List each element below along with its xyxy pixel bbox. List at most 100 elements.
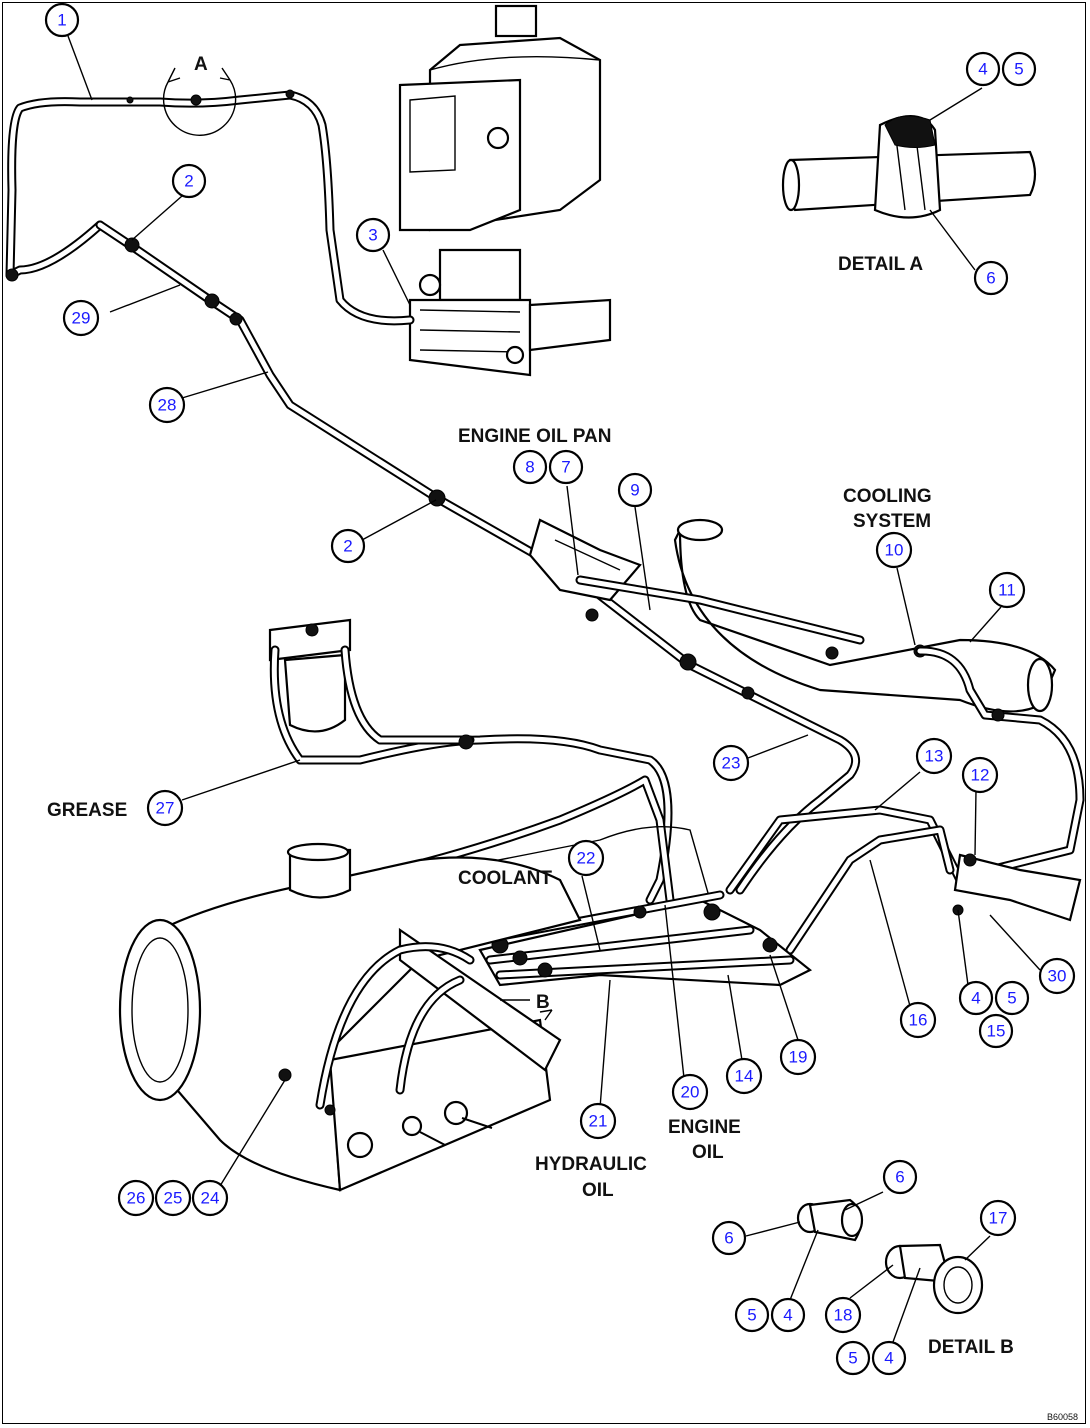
label-coolant: COOLANT — [458, 868, 552, 889]
lower-tank — [118, 842, 582, 1192]
callout-bubble: 22 — [567, 839, 605, 877]
svg-text:25: 25 — [164, 1189, 183, 1208]
callout-bubble: 3 — [355, 217, 391, 253]
drawing-id: B60058 — [1047, 1412, 1078, 1422]
callout-bubble: 30 — [1038, 957, 1076, 995]
detail-a-drawing — [781, 115, 1037, 219]
svg-text:6: 6 — [895, 1168, 904, 1187]
svg-text:4: 4 — [783, 1306, 792, 1325]
callout-bubble: 7 — [548, 449, 584, 485]
svg-text:5: 5 — [848, 1349, 857, 1368]
arrow-b-label: B — [536, 992, 550, 1013]
svg-text:2: 2 — [343, 537, 352, 556]
svg-text:11: 11 — [998, 581, 1016, 600]
label-engine-oil-pan: ENGINE OIL PAN — [458, 426, 611, 447]
label-detail-a: DETAIL A — [838, 254, 923, 275]
callout-bubble: 5 — [734, 1297, 770, 1333]
callout-bubble: 10 — [875, 531, 913, 569]
label-hydraulic-oil-2: OIL — [582, 1180, 614, 1201]
callout-bubble: 4 — [965, 51, 1001, 87]
callout-bubble: 4 — [958, 980, 994, 1016]
leader-lines — [67, 35, 1041, 1343]
svg-text:9: 9 — [630, 481, 639, 500]
callout-bubbles: 1 2 3 4 5 29 28 2 8 7 9 10 11 6 27 23 13… — [44, 2, 1076, 1376]
callout-bubble: 5 — [835, 1340, 871, 1376]
callout-bubble: 25 — [154, 1179, 192, 1217]
svg-text:17: 17 — [989, 1209, 1008, 1228]
callout-bubble: 27 — [146, 789, 184, 827]
svg-text:18: 18 — [834, 1306, 853, 1325]
callout-bubble: 4 — [770, 1297, 806, 1333]
label-detail-b: DETAIL B — [928, 1337, 1014, 1358]
callout-bubble: 5 — [1001, 51, 1037, 87]
svg-text:3: 3 — [368, 226, 377, 245]
arrow-a-label: A — [194, 54, 208, 75]
callout-bubble: 6 — [882, 1159, 918, 1195]
label-engine-oil-2: OIL — [692, 1142, 724, 1163]
svg-text:6: 6 — [986, 269, 995, 288]
callout-bubble: 23 — [712, 744, 750, 782]
callout-bubble: 6 — [711, 1220, 747, 1256]
callout-bubble: 8 — [512, 449, 548, 485]
svg-text:6: 6 — [724, 1229, 733, 1248]
label-hydraulic-oil-1: HYDRAULIC — [535, 1154, 647, 1175]
svg-text:5: 5 — [1014, 60, 1023, 79]
svg-text:20: 20 — [681, 1083, 700, 1102]
label-grease: GREASE — [47, 800, 127, 821]
callout-bubble: 4 — [871, 1340, 907, 1376]
callout-bubble: 2 — [171, 163, 207, 199]
callout-bubble: 6 — [973, 260, 1009, 296]
callout-bubble: 26 — [117, 1179, 155, 1217]
callout-bubble: 24 — [191, 1179, 229, 1217]
svg-text:8: 8 — [525, 458, 534, 477]
svg-text:5: 5 — [747, 1306, 756, 1325]
svg-text:27: 27 — [156, 799, 175, 818]
label-engine-oil-1: ENGINE — [668, 1117, 741, 1138]
callout-bubble: 9 — [617, 472, 653, 508]
svg-text:5: 5 — [1007, 989, 1016, 1008]
svg-text:26: 26 — [127, 1189, 146, 1208]
callout-bubble: 16 — [899, 1001, 937, 1039]
lines-13-16 — [725, 805, 1082, 955]
svg-text:13: 13 — [925, 747, 944, 766]
svg-text:2: 2 — [184, 172, 193, 191]
svg-text:4: 4 — [978, 60, 987, 79]
svg-text:7: 7 — [561, 458, 570, 477]
detail-b-drawing — [796, 1198, 984, 1315]
callout-bubble: 28 — [148, 386, 186, 424]
svg-text:4: 4 — [884, 1349, 893, 1368]
svg-text:1: 1 — [57, 11, 66, 30]
callout-bubble: 5 — [994, 980, 1030, 1016]
svg-text:23: 23 — [722, 754, 741, 773]
svg-text:15: 15 — [987, 1022, 1006, 1041]
callout-bubble: 19 — [779, 1038, 817, 1076]
cooling-pipe — [575, 518, 1085, 880]
callout-bubble: 2 — [330, 528, 366, 564]
callout-bubble: 14 — [725, 1057, 763, 1095]
svg-text:28: 28 — [158, 396, 177, 415]
filter-housing — [398, 4, 612, 377]
callout-bubble: 21 — [579, 1102, 617, 1140]
svg-text:10: 10 — [885, 541, 904, 560]
callout-bubble: 13 — [915, 737, 953, 775]
svg-text:19: 19 — [789, 1048, 808, 1067]
svg-text:16: 16 — [909, 1011, 928, 1030]
engine-oil-pan-plate — [528, 518, 642, 602]
svg-text:14: 14 — [735, 1067, 754, 1086]
svg-text:22: 22 — [577, 849, 596, 868]
grease-filter — [268, 618, 673, 905]
callout-bubble: 11 — [988, 571, 1026, 609]
callout-bubble: 20 — [671, 1073, 709, 1111]
line-1-loop — [5, 67, 415, 326]
svg-text:21: 21 — [589, 1112, 608, 1131]
svg-text:24: 24 — [201, 1189, 220, 1208]
svg-text:29: 29 — [72, 309, 91, 328]
callout-bubble: 17 — [979, 1199, 1017, 1237]
callout-bubble: 15 — [978, 1013, 1014, 1049]
label-cooling-system-1: COOLING — [843, 486, 932, 507]
svg-text:4: 4 — [971, 989, 980, 1008]
svg-text:30: 30 — [1048, 967, 1067, 986]
callout-bubble: 29 — [62, 299, 100, 337]
